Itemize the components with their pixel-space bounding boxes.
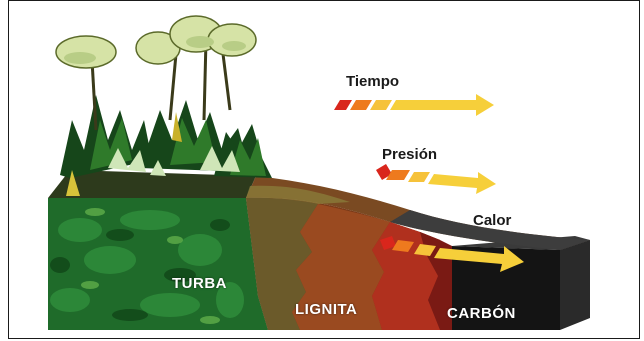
peat-label: TURBA — [172, 276, 227, 291]
pressure-label: Presión — [382, 147, 437, 162]
lignite-label: LIGNITA — [295, 302, 357, 317]
time-arrow — [334, 94, 494, 116]
pressure-arrow — [376, 164, 496, 194]
coal-label: CARBÓN — [447, 306, 516, 321]
time-label: Tiempo — [346, 74, 399, 89]
heat-label: Calor — [473, 213, 511, 228]
coal-side-face — [560, 240, 590, 330]
